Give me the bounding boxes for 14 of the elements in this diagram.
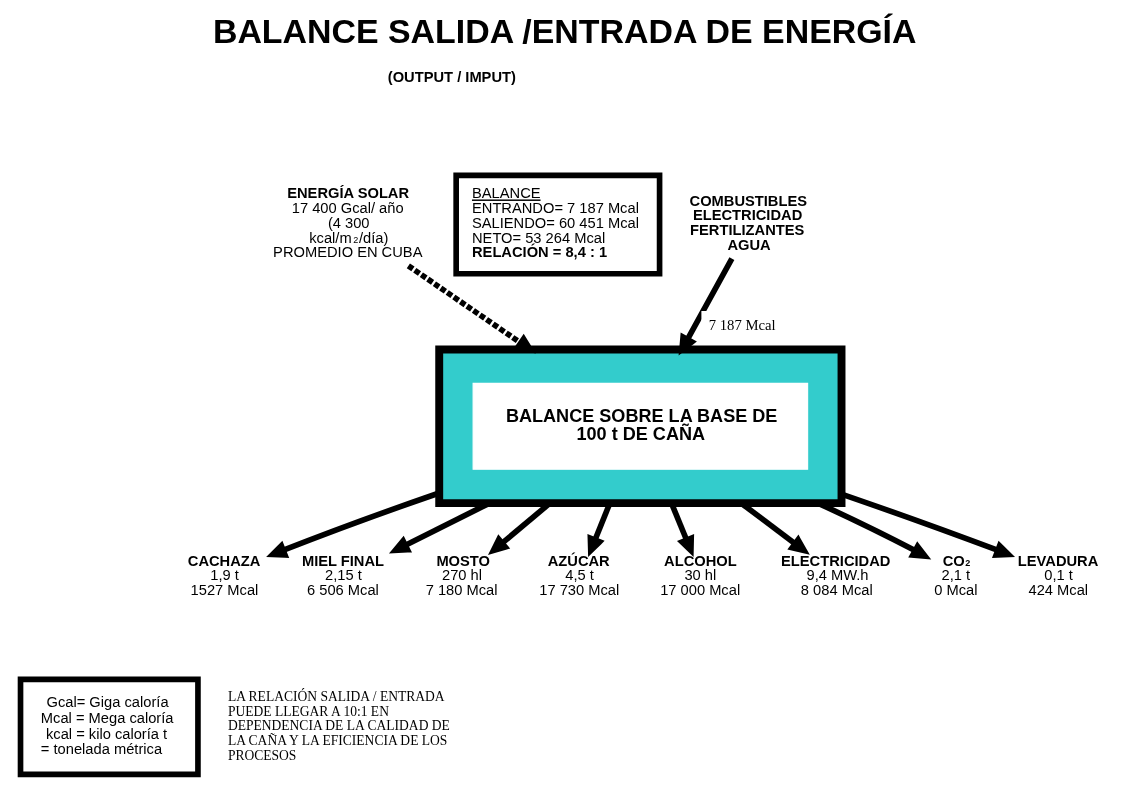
node-text: CACHAZA 1,9 t 1527 Mcal [187,552,261,599]
label: LA RELACIÓN SALIDA / ENTRADA PUEDE LLEGAR A 10:1 EN DEPENDENCIA DE LA CALIDAD DE LA CAÑA Y LA EFICIENCIA DE LOS PROCESOS [227,688,450,763]
node-text: AZÚCAR 4,5 t 17 730 Mcal [539,552,620,599]
node-text: ELECTRICIDAD 9,4 MW.h 8 084 Mcal [781,552,891,599]
node-text: COMBUSTIBLES ELECTRICIDAD FERTILIZANTES AGUA [689,192,808,253]
node-text: ENERGÍA SOLAR 17 400 Gcal/ año (4 300 kcal/m2/día) PROMEDIO EN CUBA [273,185,423,261]
label: (OUTPUT / IMPUT) [387,69,516,86]
node-text: MIEL FINAL 2,15 t 6 506 Mcal [301,552,385,599]
diagram-title: BALANCE SALIDA /ENTRADA DE ENERGÍA [212,12,917,51]
node-text: MOSTO 270 hl 7 180 Mcal [425,552,498,599]
edge-label: 7 187 Mcal [708,316,776,333]
node-text: ALCOHOL 30 hl 17 000 Mcal [660,552,741,599]
node-text: CO2 2,1 t 0 Mcal [934,552,978,599]
node-text: LEVADURA 0,1 t 424 Mcal [1017,552,1099,599]
